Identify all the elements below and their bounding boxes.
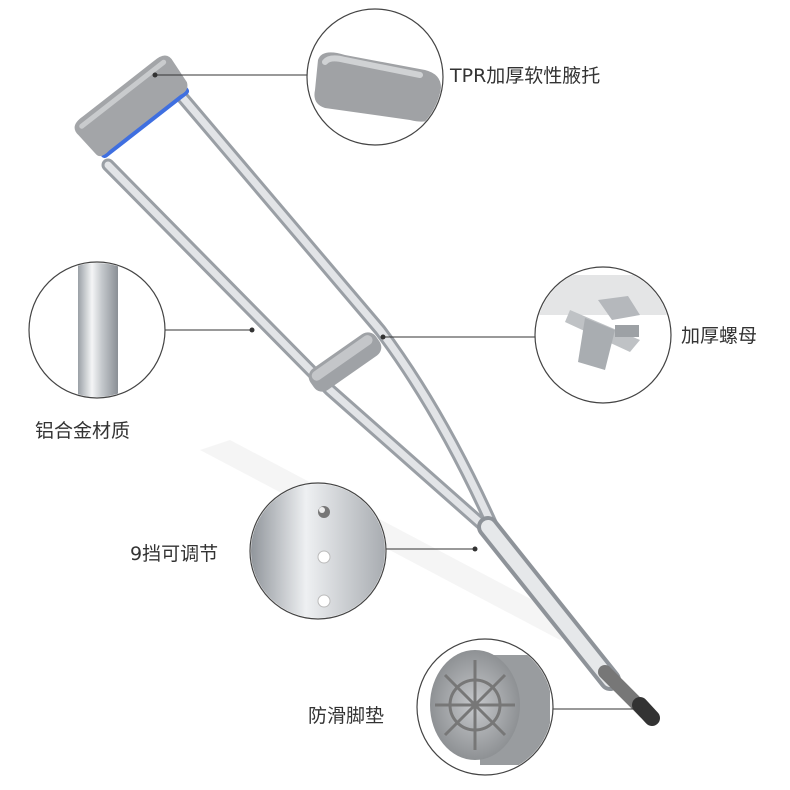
material-label: 铝合金材质 bbox=[35, 420, 131, 442]
wing-nut-closeup-icon bbox=[534, 266, 672, 404]
adjustable-label: 9挡可调节 bbox=[130, 543, 219, 565]
armpit-pad-label: TPR加厚软性腋托 bbox=[450, 65, 601, 87]
foot-pad-label: 防滑脚垫 bbox=[308, 705, 385, 727]
rubber-tip-closeup-icon bbox=[416, 638, 554, 776]
wing-nut-label: 加厚螺母 bbox=[681, 325, 758, 347]
armpit-pad bbox=[74, 55, 190, 159]
aluminum-tube-closeup-icon bbox=[28, 261, 166, 399]
armpit-pad-closeup-icon bbox=[306, 8, 444, 146]
hand-grip bbox=[308, 332, 382, 392]
adjustment-holes-closeup-icon bbox=[249, 482, 387, 620]
leader-lines bbox=[155, 74, 640, 710]
crutch-frame bbox=[101, 85, 660, 726]
